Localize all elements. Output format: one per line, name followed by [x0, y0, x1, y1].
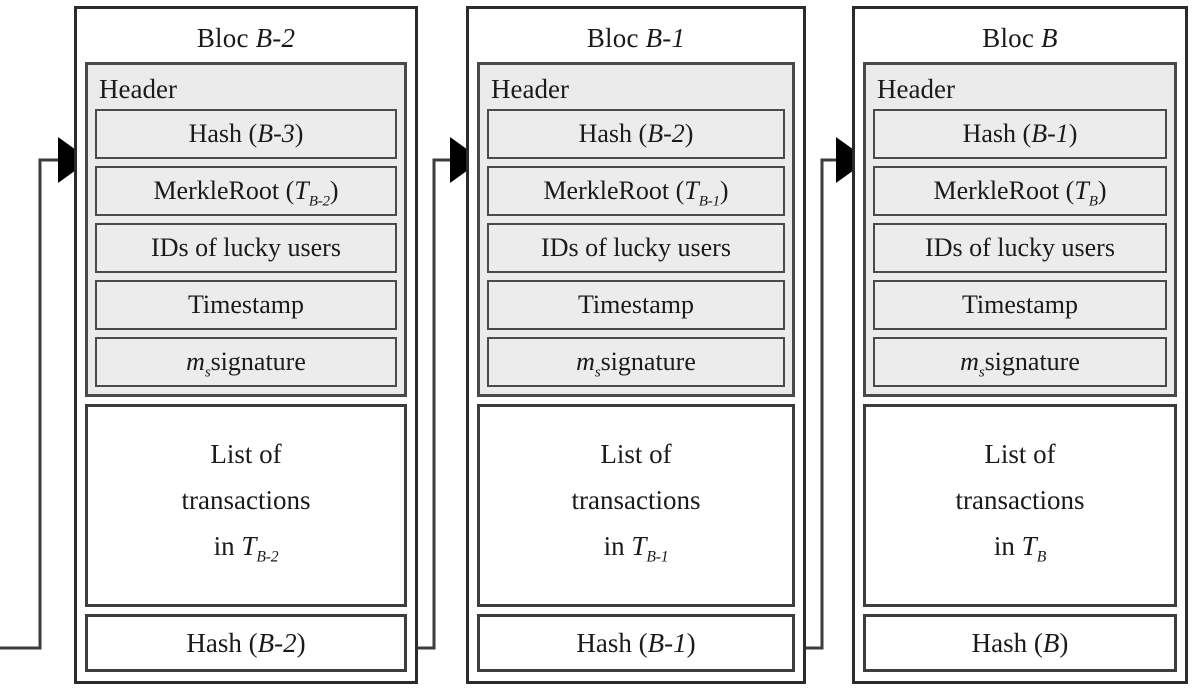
tx-subscript: B	[1036, 548, 1047, 566]
tx-symbol: T	[631, 530, 647, 561]
own-hash-index: B	[1042, 628, 1060, 658]
tx-line-3-prefix: in	[993, 530, 1022, 561]
block-title-index: B	[1041, 23, 1058, 53]
transactions-list-box[interactable]: List of transactions in TB	[863, 404, 1177, 607]
field-timestamp[interactable]: Timestamp	[873, 280, 1167, 330]
field-signature[interactable]: mssignature	[873, 337, 1167, 387]
signature-word: signature	[210, 347, 306, 376]
block-title-prefix: Bloc	[982, 23, 1042, 53]
field-merkle-root[interactable]: MerkleRoot (TB)	[873, 166, 1167, 216]
field-prev-hash[interactable]: Hash (B-1)	[873, 109, 1167, 159]
tx-line-1: List of	[210, 438, 282, 469]
signature-subscript: s	[978, 364, 985, 381]
block-title-prefix: Bloc	[196, 23, 256, 53]
own-hash-box[interactable]: Hash (B-1)	[477, 614, 795, 672]
merkle-symbol: T	[294, 176, 309, 205]
prev-hash-label: Hash (	[962, 119, 1032, 148]
signature-subscript: s	[204, 364, 211, 381]
prev-hash-label: Hash (	[578, 119, 648, 148]
field-ids-of-lucky-users[interactable]: IDs of lucky users	[487, 223, 785, 273]
tx-line-2: transactions	[955, 484, 1085, 515]
tx-line-3-prefix: in	[213, 530, 242, 561]
field-prev-hash[interactable]: Hash (B-2)	[487, 109, 785, 159]
field-prev-hash[interactable]: Hash (B-3)	[95, 109, 397, 159]
transactions-list-box[interactable]: List of transactions in TB-2	[85, 404, 407, 607]
signature-word: signature	[600, 347, 696, 376]
merkle-subscript: B-2	[308, 193, 330, 210]
prev-hash-label: Hash (	[188, 119, 258, 148]
own-hash-box[interactable]: Hash (B)	[863, 614, 1177, 672]
header-label: Header	[491, 74, 569, 104]
merkle-subscript: B-1	[698, 193, 720, 210]
merkle-label: MerkleRoot (	[543, 176, 685, 205]
tx-subscript: B-1	[646, 548, 669, 566]
block-b-minus-2[interactable]: Bloc B-2 Header Hash (B-3) MerkleRoot (T…	[74, 6, 418, 684]
merkle-symbol: T	[1074, 176, 1089, 205]
header-group: Header Hash (B-3) MerkleRoot (TB-2) IDs …	[85, 62, 407, 397]
signature-word: signature	[984, 347, 1080, 376]
own-hash-index: B-1	[647, 628, 687, 658]
tx-line-3-prefix: in	[603, 530, 632, 561]
own-hash-index: B-2	[257, 628, 297, 658]
tx-line-2: transactions	[181, 484, 311, 515]
signature-subscript: s	[594, 364, 601, 381]
block-title-index: B-1	[645, 23, 686, 53]
merkle-symbol: T	[684, 176, 699, 205]
block-title-index: B-2	[255, 23, 296, 53]
own-hash-close: )	[686, 628, 696, 658]
block-title: Bloc B-2	[85, 16, 407, 62]
tx-symbol: T	[1021, 530, 1037, 561]
block-title: Bloc B	[863, 16, 1177, 62]
prev-hash-close: )	[294, 119, 304, 148]
tx-line-1: List of	[984, 438, 1056, 469]
field-timestamp[interactable]: Timestamp	[95, 280, 397, 330]
tx-line-2: transactions	[571, 484, 701, 515]
signature-symbol: m	[576, 347, 595, 376]
field-signature[interactable]: mssignature	[95, 337, 397, 387]
tx-line-3: in TB-2	[214, 523, 279, 581]
block-b-minus-1[interactable]: Bloc B-1 Header Hash (B-2) MerkleRoot (T…	[466, 6, 806, 684]
field-ids-of-lucky-users[interactable]: IDs of lucky users	[873, 223, 1167, 273]
signature-symbol: m	[186, 347, 205, 376]
field-ids-of-lucky-users[interactable]: IDs of lucky users	[95, 223, 397, 273]
transactions-list-box[interactable]: List of transactions in TB-1	[477, 404, 795, 607]
merkle-subscript: B	[1088, 193, 1098, 210]
tx-line-1: List of	[600, 438, 672, 469]
header-group: Header Hash (B-2) MerkleRoot (TB-1) IDs …	[477, 62, 795, 397]
header-label: Header	[99, 74, 177, 104]
block-b[interactable]: Bloc B Header Hash (B-1) MerkleRoot (TB)…	[852, 6, 1188, 684]
merkle-label: MerkleRoot (	[933, 176, 1075, 205]
own-hash-close: )	[1059, 628, 1069, 658]
signature-symbol: m	[960, 347, 979, 376]
connector-incoming-path	[0, 158, 64, 650]
header-group: Header Hash (B-1) MerkleRoot (TB) IDs of…	[863, 62, 1177, 397]
tx-line-3: in TB	[994, 523, 1046, 581]
header-label: Header	[877, 74, 955, 104]
prev-hash-close: )	[684, 119, 694, 148]
field-merkle-root[interactable]: MerkleRoot (TB-1)	[487, 166, 785, 216]
merkle-close: )	[1097, 176, 1107, 205]
own-hash-label: Hash (	[186, 628, 258, 658]
field-merkle-root[interactable]: MerkleRoot (TB-2)	[95, 166, 397, 216]
merkle-close: )	[329, 176, 339, 205]
own-hash-label: Hash (	[576, 628, 648, 658]
merkle-close: )	[719, 176, 729, 205]
tx-symbol: T	[241, 530, 257, 561]
tx-subscript: B-2	[256, 548, 279, 566]
prev-hash-index: B-1	[1031, 119, 1069, 148]
merkle-label: MerkleRoot (	[153, 176, 295, 205]
own-hash-box[interactable]: Hash (B-2)	[85, 614, 407, 672]
block-title-prefix: Bloc	[586, 23, 646, 53]
prev-hash-close: )	[1068, 119, 1078, 148]
prev-hash-index: B-2	[647, 119, 685, 148]
own-hash-close: )	[296, 628, 306, 658]
field-timestamp[interactable]: Timestamp	[487, 280, 785, 330]
tx-line-3: in TB-1	[604, 523, 669, 581]
prev-hash-index: B-3	[257, 119, 295, 148]
block-title: Bloc B-1	[477, 16, 795, 62]
own-hash-label: Hash (	[971, 628, 1043, 658]
field-signature[interactable]: mssignature	[487, 337, 785, 387]
